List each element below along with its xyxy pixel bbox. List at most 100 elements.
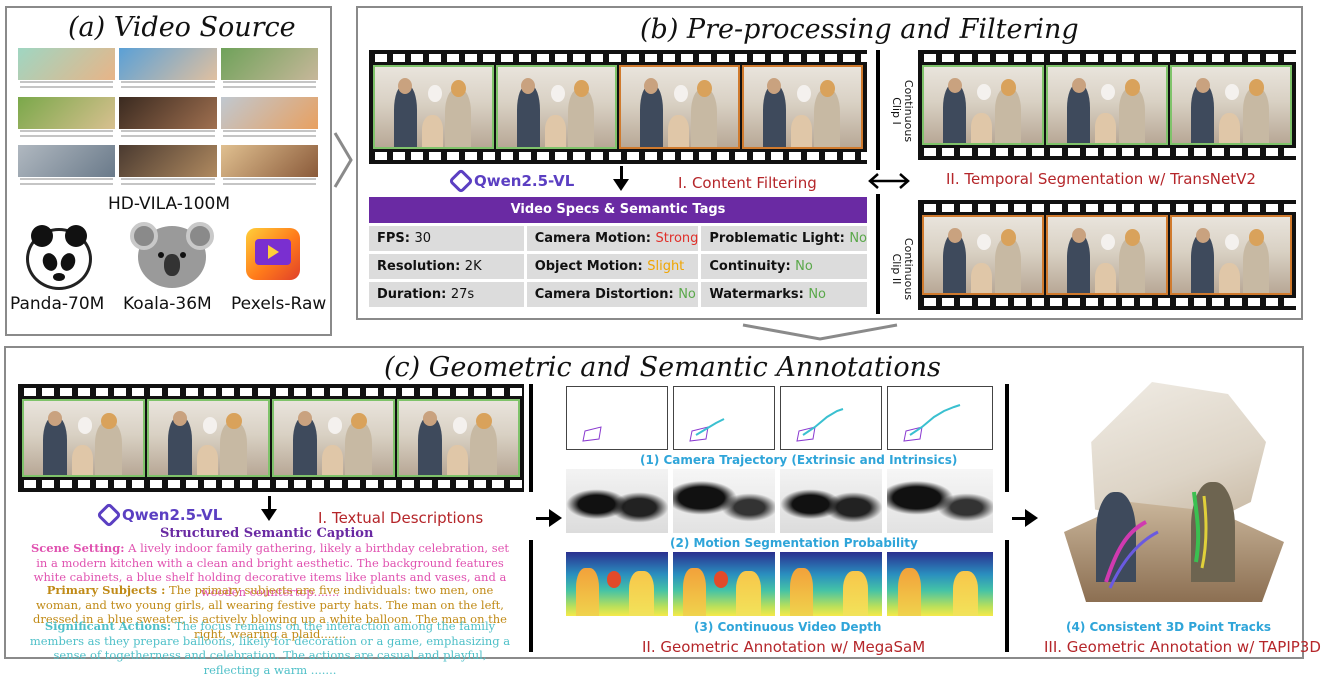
pexels-icon (246, 228, 300, 280)
motion-seg-label: (2) Motion Segmentation Probability (670, 536, 918, 550)
annotation-divider (529, 384, 533, 492)
caption-paragraph: Primary Subjects : The primary subjects … (24, 583, 516, 641)
point-tracks-label: (4) Consistent 3D Point Tracks (1066, 620, 1272, 634)
mosaic-tile (220, 96, 318, 142)
video-frame (1046, 65, 1168, 145)
mosaic-tile (119, 96, 217, 142)
video-frame (373, 65, 494, 149)
koala-label: Koala-36M (123, 294, 212, 314)
qwen-logo-filter: Qwen2.5-VL (448, 168, 575, 194)
video-source-title: (a) Video Source (68, 12, 296, 43)
spec-value: No (795, 259, 813, 274)
video-frame (922, 215, 1044, 295)
caption-key: Primary Subjects : (46, 583, 166, 597)
spec-cell: FPS: 30 (369, 226, 524, 251)
caption-title: Structured Semantic Caption (160, 526, 374, 541)
depth-map (780, 552, 882, 616)
motion-mask (566, 469, 668, 533)
clip2-label: Continuous Clip II (890, 237, 915, 301)
camera-trajectory-label: (1) Camera Trajectory (Extrinsic and Int… (640, 453, 958, 467)
content-filtering-label: I. Content Filtering (678, 174, 817, 192)
double-arrow-icon (868, 173, 910, 189)
preprocess-divider (876, 50, 880, 170)
qwen-logo-caption: Qwen2.5-VL (96, 502, 222, 528)
camera-trajectory-frame (887, 386, 993, 450)
video-depth-label: (3) Continuous Video Depth (694, 620, 882, 634)
panda-icon (26, 225, 92, 290)
panda-label: Panda-70M (10, 294, 105, 314)
annotation-divider (529, 540, 533, 652)
caption-key: Scene Setting: (30, 541, 125, 555)
depth-map (566, 552, 668, 616)
chevron-right-icon (333, 132, 353, 188)
down-arrow-head (613, 179, 629, 191)
spec-cell: Problematic Light: No (701, 226, 867, 251)
right-arrow-stem (536, 517, 552, 520)
camera-trajectory-frame (780, 386, 882, 450)
down-arrow-icon (268, 496, 271, 510)
koala-icon (130, 222, 214, 288)
camera-trajectory-frame (566, 386, 668, 450)
megasam-label: II. Geometric Annotation w/ MegaSaM (642, 638, 926, 656)
spec-cell: Camera Distortion: No (526, 282, 699, 307)
annotation-divider (1005, 384, 1009, 492)
spec-value: No (808, 287, 827, 302)
right-arrow-icon (549, 509, 562, 527)
motion-mask (887, 469, 993, 533)
video-frame (147, 399, 270, 477)
preprocess-title: (b) Pre-processing and Filtering (640, 14, 1079, 45)
depth-map (673, 552, 775, 616)
spec-table-header: Video Specs & Semantic Tags (369, 197, 867, 223)
mosaic-tile (119, 145, 217, 190)
annotation-divider (1005, 540, 1009, 652)
spec-cell: Duration: 27s (369, 282, 524, 307)
caption-paragraph: Scene Setting: A lively indoor family ga… (24, 541, 516, 599)
spec-value: Strong (655, 231, 699, 246)
right-arrow-icon (1025, 509, 1038, 527)
spec-value: 2K (464, 259, 482, 274)
temporal-segmentation-label: II. Temporal Segmentation w/ TransNetV2 (946, 170, 1256, 188)
mosaic-tile (119, 48, 217, 93)
spec-key: FPS: (377, 231, 415, 246)
mosaic-tile (220, 48, 318, 93)
camera-trajectory-frame (673, 386, 775, 450)
pexels-label: Pexels-Raw (231, 294, 327, 314)
video-frame (397, 399, 520, 477)
spec-cell: Camera Motion: Strong (526, 226, 699, 251)
spec-key: Camera Distortion: (534, 287, 679, 302)
down-arrow-head (261, 509, 277, 521)
annotation-title: (c) Geometric and Semantic Annotations (384, 352, 941, 383)
spec-value: Slight (647, 259, 685, 274)
caption-key: Significant Actions: (44, 619, 172, 633)
spec-value: No (678, 287, 696, 302)
video-frame (922, 65, 1044, 145)
qwen-icon (96, 502, 122, 528)
depth-map (887, 552, 993, 616)
video-frame (22, 399, 145, 477)
caption-text: The primary subjects are five individual… (33, 583, 507, 641)
mosaic-tile (18, 96, 116, 142)
spec-key: Problematic Light: (709, 231, 850, 246)
spec-value: 30 (414, 231, 432, 246)
qwen-label: Qwen2.5-VL (474, 172, 575, 190)
caption-text: The focus remains on the interaction amo… (29, 619, 511, 677)
hdvila-label: HD-VILA-100M (108, 194, 231, 214)
video-frame (1046, 215, 1168, 295)
textual-descriptions-label: I. Textual Descriptions (318, 509, 484, 527)
hdvila-mosaic (18, 48, 318, 190)
spec-key: Continuity: (709, 259, 796, 274)
spec-key: Watermarks: (709, 287, 809, 302)
qwen-icon (448, 168, 474, 194)
spec-key: Object Motion: (534, 259, 648, 274)
spec-key: Resolution: (377, 259, 465, 274)
right-arrow-stem (1012, 517, 1028, 520)
spec-cell: Object Motion: Slight (526, 254, 699, 279)
tapip3d-label: III. Geometric Annotation w/ TAPIP3D (1044, 638, 1321, 656)
spec-cell: Watermarks: No (701, 282, 867, 307)
spec-cell: Continuity: No (701, 254, 867, 279)
spec-value: No (849, 231, 867, 246)
spec-value: 27s (450, 287, 475, 302)
annotation-film-strip (18, 384, 524, 492)
spec-key: Camera Motion: (534, 231, 656, 246)
